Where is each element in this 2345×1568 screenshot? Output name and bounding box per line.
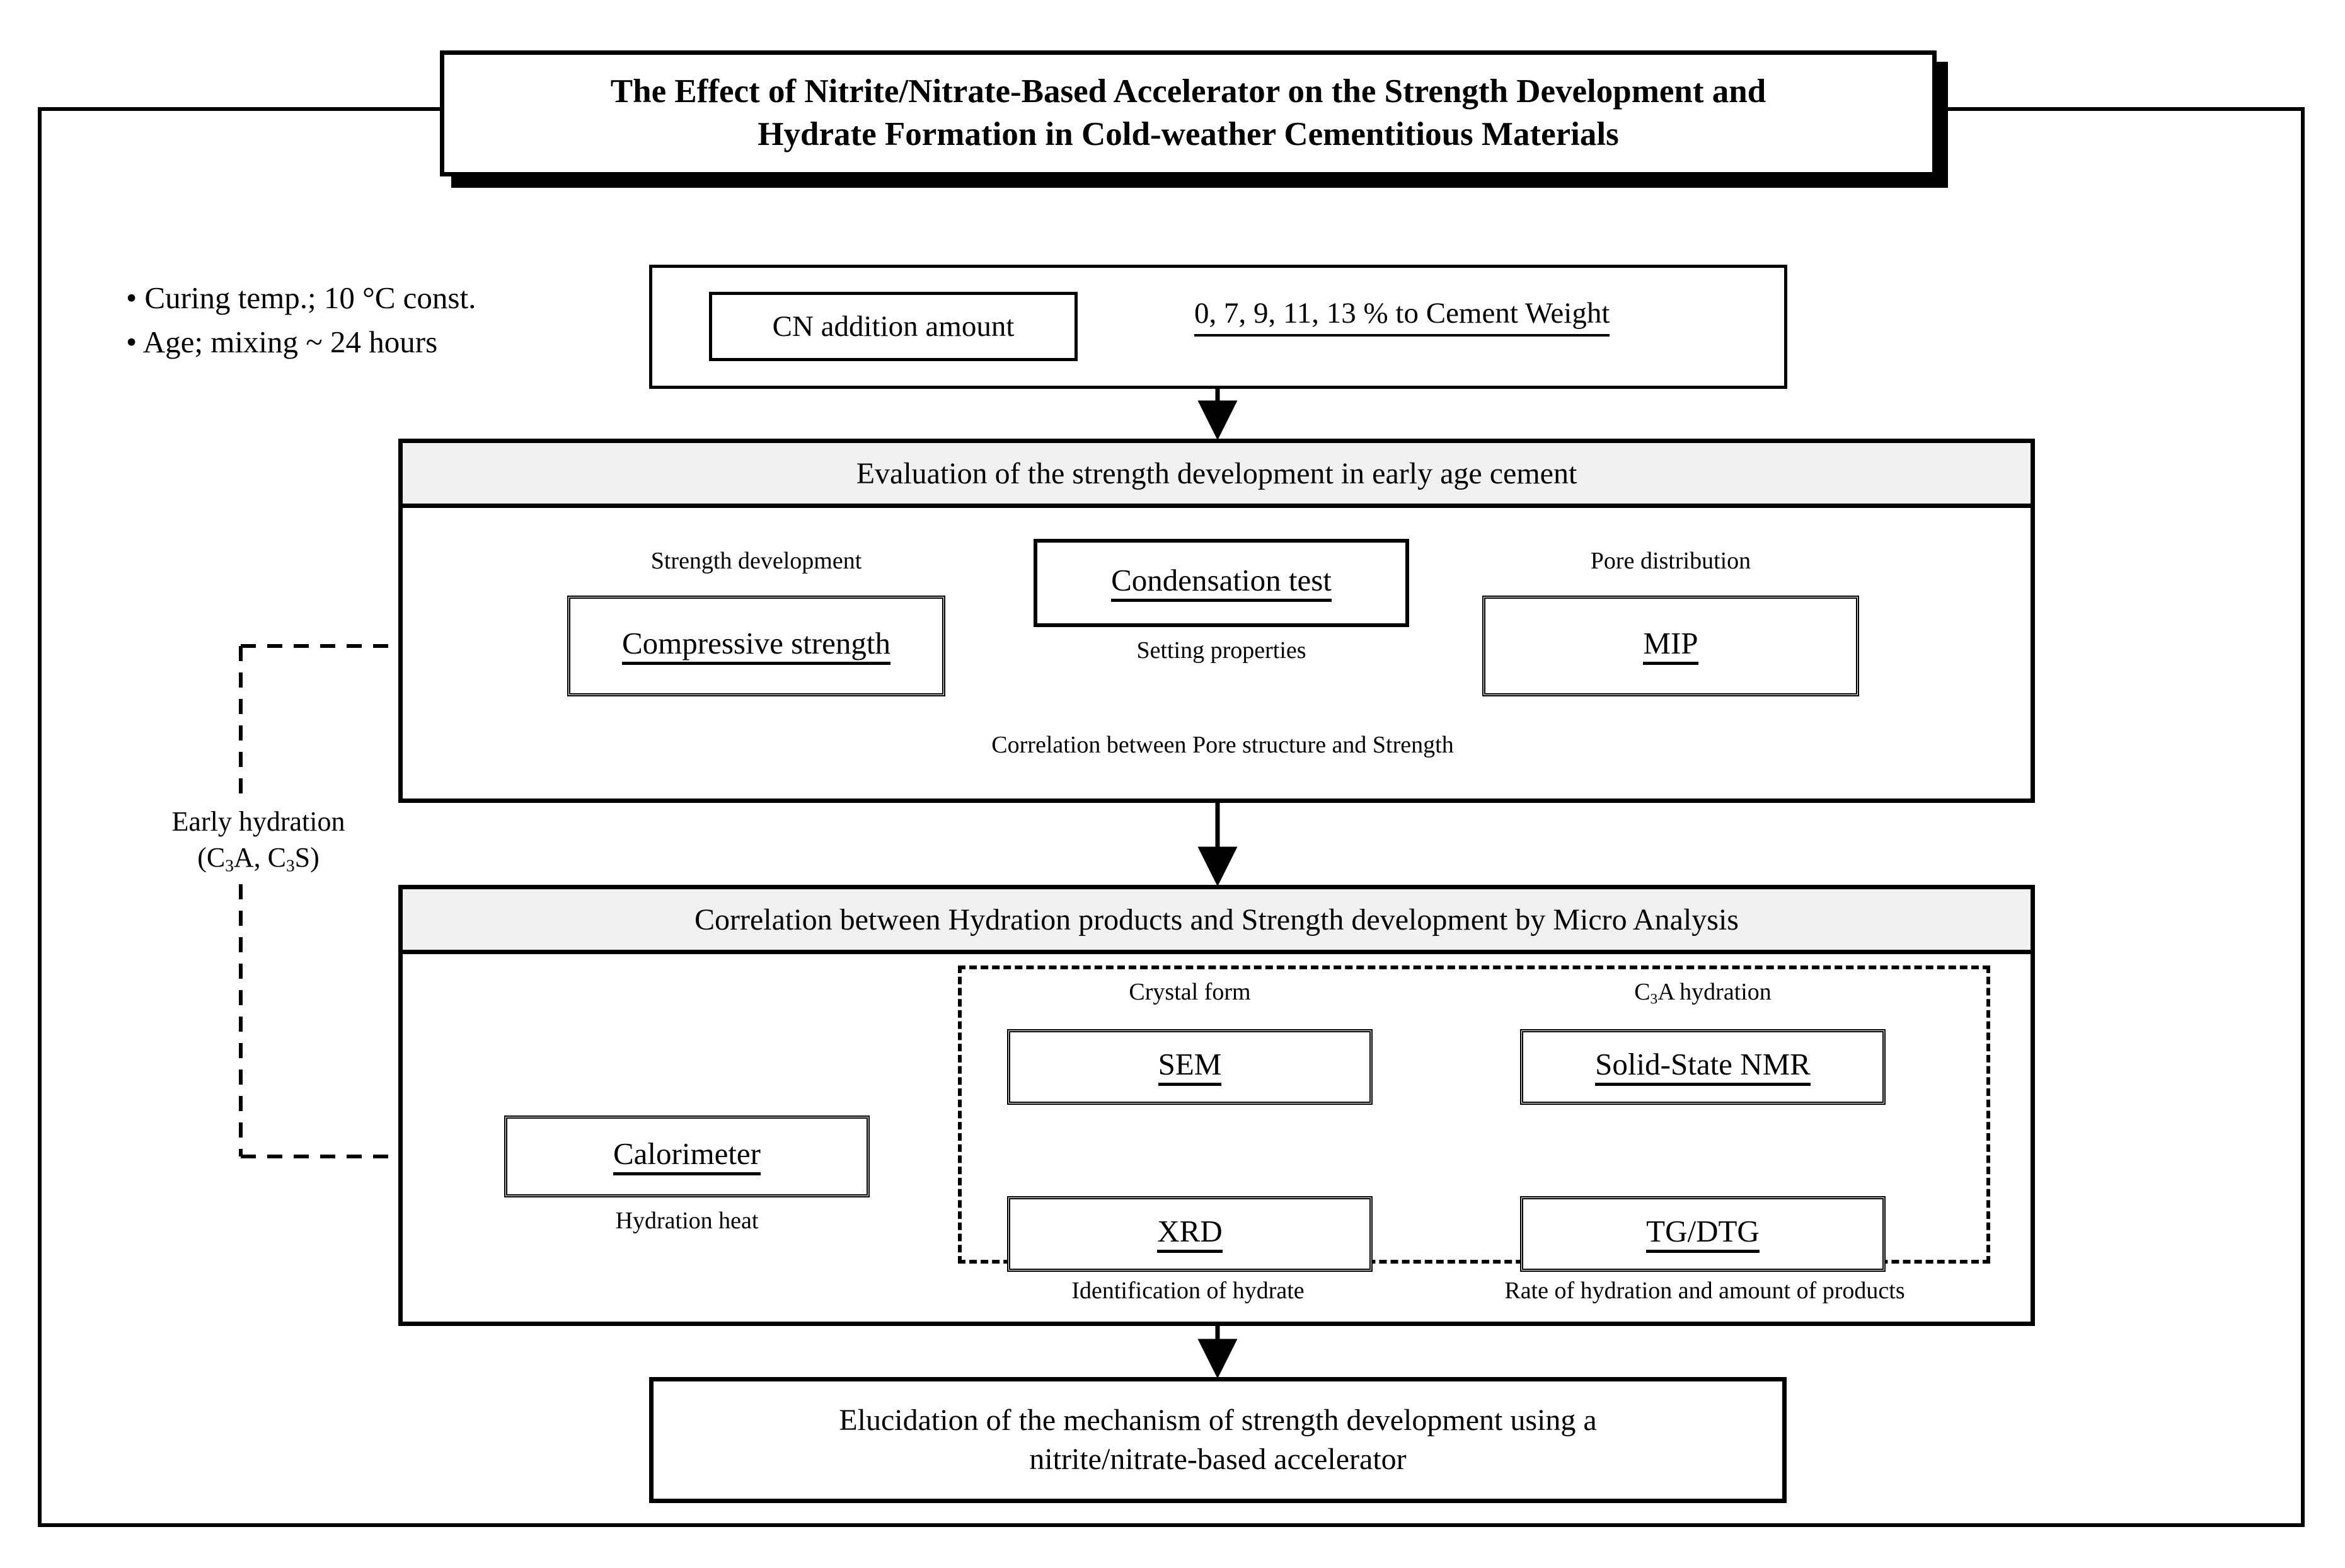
label-early-hydration: Early hydration (C3A, C3S) — [126, 804, 391, 878]
node-condensation-test: Condensation test — [1034, 539, 1409, 627]
node-mip-label: MIP — [1643, 628, 1698, 665]
node-solid-state-nmr: Solid-State NMR — [1520, 1029, 1886, 1105]
node-mip: MIP — [1482, 596, 1859, 696]
node-xrd: XRD — [1007, 1196, 1373, 1272]
caption-rate-of-hydration: Rate of hydration and amount of products — [1504, 1277, 1905, 1304]
eh-sub2: 3 — [286, 856, 295, 875]
condition-age: • Age; mixing ~ 24 hours — [126, 324, 438, 359]
title-line-2: Hydrate Formation in Cold-weather Cement… — [758, 116, 1619, 153]
node-condensation-test-label: Condensation test — [1111, 565, 1332, 602]
graphical-abstract-title: The Effect of Nitrite/Nitrate-Based Acce… — [440, 50, 1937, 176]
node-calorimeter-label: Calorimeter — [613, 1138, 761, 1175]
panel1-header: Evaluation of the strength development i… — [403, 443, 2031, 508]
caption-setting-properties: Setting properties — [1136, 637, 1306, 664]
c3a-post: A hydration — [1657, 979, 1772, 1005]
conclusion-box: Elucidation of the mechanism of strength… — [649, 1377, 1787, 1503]
conditions-list: • Curing temp.; 10 °C const. • Age; mixi… — [126, 276, 605, 364]
conclusion-line-2: nitrite/nitrate-based accelerator — [1029, 1443, 1407, 1476]
eh-sub1: 3 — [225, 856, 234, 875]
caption-pore-distribution: Pore distribution — [1590, 548, 1751, 574]
panel2-header: Correlation between Hydration products a… — [403, 889, 2031, 954]
caption-hydration-heat: Hydration heat — [615, 1208, 759, 1234]
cn-addition-value: 0, 7, 9, 11, 13 % to Cement Weight — [1194, 296, 1610, 337]
early-hydration-line2: (C3A, C3S) — [126, 839, 391, 877]
title-line-1: The Effect of Nitrite/Nitrate-Based Acce… — [610, 73, 1766, 110]
node-calorimeter: Calorimeter — [504, 1115, 870, 1197]
eh-open: (C — [197, 842, 226, 873]
c3a-pre: C — [1634, 979, 1651, 1005]
cn-addition-label: CN addition amount — [772, 310, 1015, 343]
condition-curing-temp: • Curing temp.; 10 °C const. — [126, 280, 476, 315]
conclusion-line-1: Elucidation of the mechanism of strength… — [839, 1403, 1597, 1437]
node-xrd-label: XRD — [1157, 1216, 1223, 1253]
node-compressive-strength: Compressive strength — [567, 596, 945, 696]
early-hydration-line1: Early hydration — [171, 806, 345, 837]
eh-mid: A, C — [233, 842, 286, 873]
caption-correlation-pore-strength: Correlation between Pore structure and S… — [991, 732, 1454, 758]
caption-crystal-form: Crystal form — [1129, 979, 1251, 1005]
node-tg-dtg: TG/DTG — [1520, 1196, 1886, 1272]
caption-c3a-hydration: C3A hydration — [1520, 978, 1886, 1008]
node-solid-state-nmr-label: Solid-State NMR — [1595, 1049, 1811, 1086]
eh-close: S) — [294, 842, 320, 873]
node-compressive-strength-label: Compressive strength — [622, 628, 890, 665]
cn-addition-amount-box: CN addition amount — [709, 292, 1078, 361]
node-tg-dtg-label: TG/DTG — [1646, 1216, 1760, 1253]
caption-strength-development: Strength development — [650, 548, 862, 574]
c3a-sub: 3 — [1650, 991, 1658, 1008]
node-sem: SEM — [1007, 1029, 1373, 1105]
node-sem-label: SEM — [1158, 1049, 1222, 1086]
caption-identification-of-hydrate: Identification of hydrate — [1071, 1277, 1305, 1304]
